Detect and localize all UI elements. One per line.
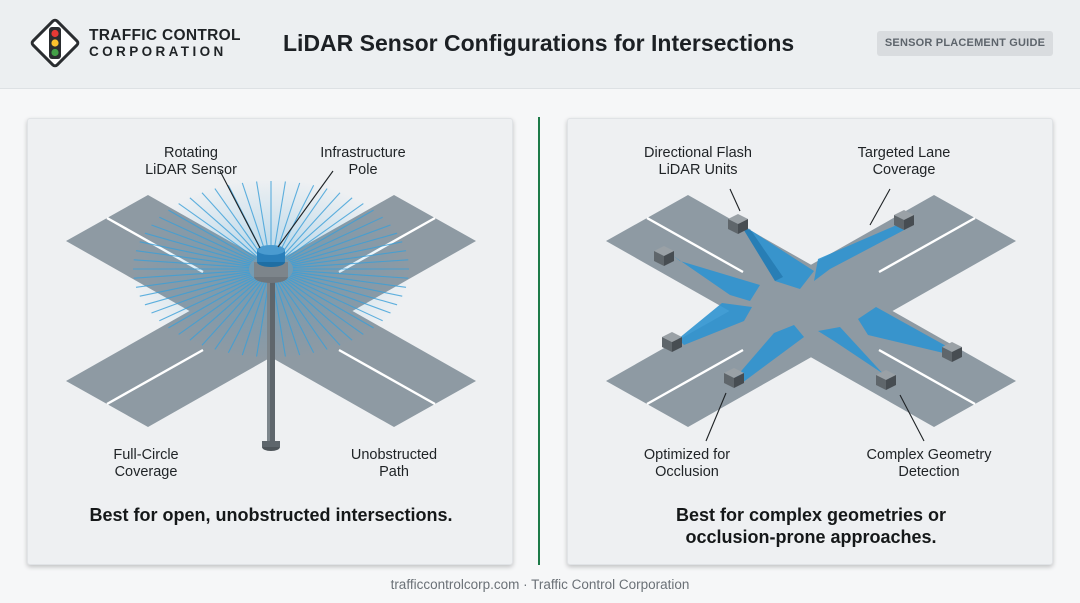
- lidar-ray: [285, 278, 364, 335]
- lidar-ray: [214, 281, 263, 350]
- flash-lidar-unit: [942, 342, 962, 362]
- left-caption: Best for open, unobstructed intersection…: [89, 505, 453, 525]
- lidar-ray: [189, 279, 259, 341]
- lidar-ray: [277, 185, 315, 256]
- lidar-ray: [275, 182, 301, 256]
- lidar-ray: [279, 188, 328, 257]
- lidar-ray: [256, 282, 270, 357]
- rotating-lidar-sensor: [254, 245, 288, 283]
- lidar-ray: [283, 197, 353, 259]
- lidar-ray: [291, 241, 403, 266]
- lidar-ray: [279, 281, 328, 350]
- flash-lidar-unit: [654, 246, 674, 266]
- lidar-ray: [288, 276, 383, 322]
- lidar-ray: [201, 192, 261, 258]
- lidar-ray: [151, 275, 253, 314]
- label-targeted-lane: Targeted Lane Coverage: [857, 145, 951, 178]
- page-title: LiDAR Sensor Configurations for Intersec…: [283, 30, 795, 56]
- brand-name: TRAFFIC CONTROL CORPORATION: [89, 28, 241, 58]
- lidar-ray: [292, 269, 409, 279]
- lidar-ray: [287, 277, 374, 329]
- brand-line-1: TRAFFIC CONTROL: [89, 27, 241, 44]
- lidar-ray: [292, 250, 407, 267]
- lidar-ray: [287, 209, 374, 261]
- lidar-ray: [144, 232, 252, 264]
- lidar-ray: [288, 216, 383, 262]
- label-optimized-occlusion: Optimized for Occlusion: [643, 447, 731, 480]
- lidar-ray: [227, 282, 265, 353]
- infrastructure-pole: [262, 277, 280, 451]
- rotating-lidar-diagram: [66, 170, 476, 451]
- lidar-rays: [133, 181, 409, 357]
- header: TRAFFIC CONTROL CORPORATION LiDAR Sensor…: [0, 0, 1080, 89]
- lidar-ray: [272, 181, 286, 256]
- footer: trafficcontrolcorp.com · Traffic Control…: [390, 577, 690, 592]
- flash-lidar-beams: [672, 221, 952, 383]
- lidar-ray: [178, 278, 257, 335]
- flash-lidar-unit: [894, 210, 914, 230]
- lidar-ray: [281, 280, 341, 346]
- flash-lidar-diagram: [606, 188, 1016, 442]
- label-unobstructed-path: Unobstructed Path: [350, 447, 438, 480]
- lidar-ray: [139, 241, 251, 266]
- lidar-ray: [135, 271, 250, 288]
- lidar-ray: [256, 181, 270, 256]
- lidar-ray: [144, 274, 252, 306]
- lidar-ray: [289, 224, 391, 263]
- lidar-ray: [281, 192, 341, 258]
- label-infrastructure-pole: Infrastructure Pole: [320, 145, 406, 178]
- lidar-ray: [168, 209, 255, 261]
- lidar-ray: [214, 188, 263, 257]
- label-complex-geometry: Complex Geometry Detection: [866, 447, 992, 480]
- lidar-ray: [290, 274, 398, 306]
- traffic-light-icon: [30, 18, 80, 68]
- lidar-ray: [139, 272, 251, 297]
- right-panel-flash-lidar: Directional Flash LiDAR Units Targeted L…: [567, 118, 1053, 565]
- leader-lines: [705, 188, 925, 442]
- lidar-ray: [283, 279, 353, 341]
- lidar-ray: [133, 259, 250, 269]
- lidar-ray: [272, 282, 286, 357]
- flash-lidar-unit: [662, 332, 682, 352]
- left-panel-rotating-lidar: Rotating LiDAR Sensor Infrastructure Pol…: [27, 118, 513, 565]
- flash-lidar-unit: [724, 368, 744, 388]
- lidar-ray: [275, 282, 301, 356]
- lidar-ray: [133, 269, 250, 279]
- lidar-ray: [159, 276, 254, 322]
- lidar-ray: [292, 259, 409, 269]
- lidar-ray: [159, 216, 254, 262]
- lidar-ray: [291, 272, 403, 297]
- lidar-ray: [168, 277, 255, 329]
- lidar-ray: [189, 197, 259, 259]
- lidar-ray: [277, 282, 315, 353]
- label-full-circle-coverage: Full-Circle Coverage: [113, 447, 179, 480]
- lidar-ray: [285, 203, 364, 260]
- label-rotating-sensor: Rotating LiDAR Sensor: [145, 145, 237, 178]
- lidar-ray: [292, 271, 407, 288]
- lidar-ray: [151, 224, 253, 263]
- lidar-ray: [290, 232, 398, 264]
- label-directional-flash: Directional Flash LiDAR Units: [644, 145, 752, 178]
- lidar-ray: [201, 280, 261, 346]
- flash-lidar-unit: [728, 214, 748, 234]
- guide-badge: SENSOR PLACEMENT GUIDE: [877, 31, 1053, 56]
- flash-lidar-unit: [876, 370, 896, 390]
- lidar-ray: [289, 275, 391, 314]
- lidar-ray: [241, 182, 267, 256]
- panel-divider: [538, 117, 540, 565]
- flash-lidar-units: [654, 210, 962, 390]
- leader-lines: [219, 170, 334, 249]
- lidar-ray: [178, 203, 257, 260]
- right-caption: Best for complex geometries or occlusion…: [675, 505, 947, 547]
- intersection-roads: [606, 195, 1016, 427]
- brand-line-2: CORPORATION: [89, 43, 227, 59]
- lidar-ray: [241, 282, 267, 356]
- lidar-ray: [135, 250, 250, 267]
